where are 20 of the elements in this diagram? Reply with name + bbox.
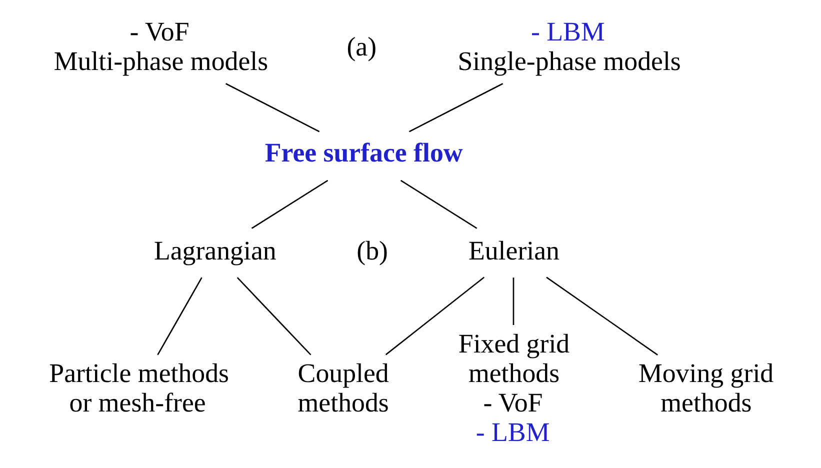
connector (400, 180, 477, 229)
connector (408, 83, 503, 132)
connector (546, 276, 658, 356)
node-text: Moving grid methods (638, 358, 774, 418)
connector (384, 276, 484, 356)
label: (b) (356, 236, 388, 266)
connector (236, 277, 311, 356)
node-text: - VoF Multi-phase models (53, 16, 268, 76)
node-text: Fixed grid methods - VoF - LBM (458, 328, 570, 447)
node-text: Particle methods or mesh-free (48, 358, 229, 418)
node-text: Lagrangian (153, 236, 276, 266)
connector (156, 277, 202, 356)
node-text: Free surface flow (264, 137, 462, 168)
connector (250, 180, 328, 229)
connector (512, 278, 514, 325)
node-text: - LBM Single-phase models (457, 16, 680, 76)
node-text: Coupled methods (297, 358, 388, 418)
node-text: Eulerian (468, 236, 559, 266)
connector (224, 83, 320, 132)
label: (a) (346, 31, 376, 62)
